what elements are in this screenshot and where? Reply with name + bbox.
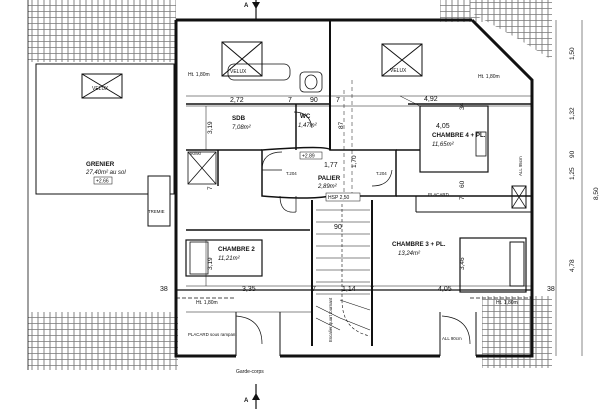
dim-v-7-b: 7 xyxy=(207,186,214,190)
ht-label-ch3: Ht. 1,80m xyxy=(496,300,518,306)
velux-label-sdb: VELUX xyxy=(230,69,247,75)
room-sdb-area: 7,08m² xyxy=(232,125,252,131)
velux-label-ch4: VELUX xyxy=(390,68,407,74)
room-chambre3-area: 13,24m² xyxy=(398,251,421,257)
room-chambre2-area: 11,21m² xyxy=(218,256,241,262)
walls xyxy=(35,18,534,358)
dim-4-05-b: 4,05 xyxy=(438,286,452,293)
ht-label-ch4: Ht. 1,80m xyxy=(478,74,500,80)
dim-7-d: 7 xyxy=(370,286,374,293)
dim-7-b: 7 xyxy=(336,97,340,104)
dim-1-14: 1,14 xyxy=(342,286,356,293)
velux-windows xyxy=(81,41,423,227)
room-wc-name: WC xyxy=(300,113,311,120)
dim-v-4-78: 4,78 xyxy=(569,259,576,272)
section-markers: A A xyxy=(244,2,260,404)
dim-v-7-a: 7 xyxy=(459,196,466,200)
dim-7-c: 7 xyxy=(312,286,316,293)
dim-7-a: 7 xyxy=(288,97,292,104)
dim-2-72: 2,72 xyxy=(230,97,244,104)
dim-v-3-19-a: 3,19 xyxy=(207,121,214,134)
vertical-dimensions: 3,19 87 34 1,70 7 60 3,19 3,46 7 1,50 1,… xyxy=(207,47,600,272)
all-95-label: ALL 95cm xyxy=(518,156,523,176)
dim-v-1-50: 1,50 xyxy=(569,47,576,60)
hsp-label: HSP 2,50 xyxy=(328,195,350,201)
room-wc-area: 1,47m² xyxy=(298,123,318,129)
dim-v-3-19-b: 3,19 xyxy=(207,257,214,270)
room-palier-area: 2,89m² xyxy=(317,184,338,190)
ht-label-sdb: Ht. 1,80m xyxy=(188,72,210,78)
dim-v-34: 34 xyxy=(459,102,466,110)
dim-3-35: 3,35 xyxy=(242,286,256,293)
room-chambre2-name: CHAMBRE 2 xyxy=(218,246,255,253)
room-grenier-name: GRENIER xyxy=(86,161,115,168)
placard-label: PLACARD xyxy=(428,192,449,197)
dim-v-8-50: 8,50 xyxy=(593,187,600,200)
all-90-label: ALL 90cm xyxy=(442,336,462,341)
room-chambre4-area: 11,65m² xyxy=(432,142,455,148)
tremie-label: TREMIE xyxy=(148,209,165,214)
dim-38-left: 38 xyxy=(160,286,168,293)
room-palier-name: PALIER xyxy=(318,175,341,182)
dim-v-1-25: 1,25 xyxy=(569,167,576,180)
wc-level: +2.89 xyxy=(302,154,315,160)
dim-4-05-a: 4,05 xyxy=(436,123,450,130)
section-marker-bottom: A xyxy=(244,398,249,404)
roof-tiles xyxy=(27,0,552,370)
dim-v-90: 90 xyxy=(569,150,576,158)
stair-label: Escalier quart tournant xyxy=(328,297,333,342)
dimension-lines xyxy=(186,0,583,409)
room-grenier-level: +2.66 xyxy=(96,179,109,185)
dim-38-right: 38 xyxy=(547,286,555,293)
garde-corps-label: Garde-corps xyxy=(236,369,264,375)
door-label-b: T.204 xyxy=(376,171,387,176)
dim-1-77: 1,77 xyxy=(324,162,338,169)
velux-label-grenier: VELUX xyxy=(92,86,109,92)
section-marker-top: A xyxy=(244,3,249,9)
placard-rampant-label: PLACARD sous rampant xyxy=(188,332,237,337)
dim-v-3-46: 3,46 xyxy=(459,257,466,270)
ht-label-ch2: Ht. 1,80m xyxy=(196,300,218,306)
dim-v-1-32: 1,32 xyxy=(569,107,576,120)
dim-v-1-70: 1,70 xyxy=(351,155,358,168)
room-chambre4-name: CHAMBRE 4 + PL. xyxy=(432,132,486,139)
door-label-a: T.204 xyxy=(286,171,297,176)
staircase xyxy=(315,204,371,337)
dim-90: 90 xyxy=(310,97,318,104)
dim-v-87: 87 xyxy=(338,121,345,129)
dim-90-stair: 90 xyxy=(334,224,342,231)
misc-labels: VELUX VELUX VELUX Ht. 1,80m Ht. 1,80m Ht… xyxy=(92,68,523,375)
room-grenier-area: 27,40m² au sol xyxy=(85,170,126,176)
room-sdb-name: SDB xyxy=(232,115,246,122)
room-labels: GRENIER 27,40m² au sol +2.66 SDB 7,08m² … xyxy=(85,113,486,262)
dim-v-60: 60 xyxy=(459,180,466,188)
horizontal-dimensions: 2,72 7 90 7 4,92 1,77 3,35 7 1,14 7 4,05… xyxy=(160,96,555,293)
fixtures xyxy=(187,63,487,275)
dim-4-92: 4,92 xyxy=(424,96,438,103)
douche-label: 90/90 xyxy=(190,151,202,156)
doors xyxy=(235,111,471,345)
room-chambre3-name: CHAMBRE 3 + PL. xyxy=(392,241,446,248)
